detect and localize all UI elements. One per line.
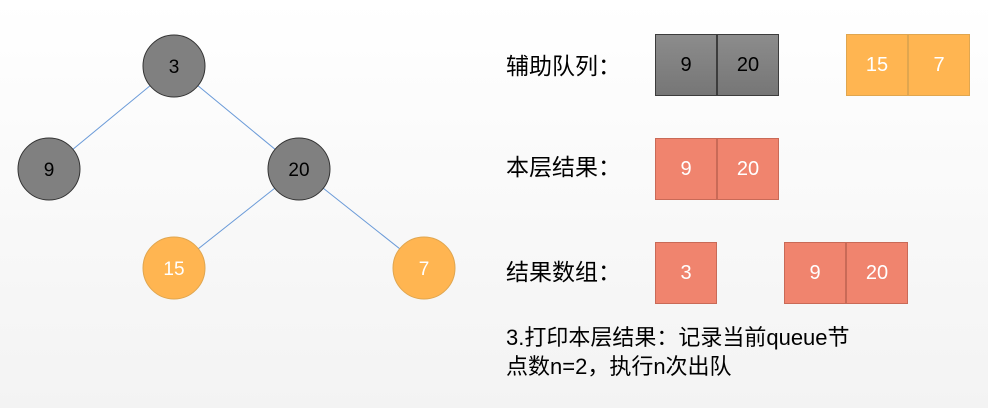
tree-node-value: 9 [44, 160, 55, 181]
tree-node-root: 3 [142, 34, 206, 98]
caption-line-2: 点数n=2，执行n次出队 [506, 354, 732, 379]
tree-node-circle [267, 137, 331, 201]
level-result-cell: 9 [655, 138, 717, 200]
tree-node-right-left: 15 [142, 236, 206, 300]
tree-node-value: 20 [288, 160, 309, 181]
tree-node-circle [392, 236, 456, 300]
tree-node-value: 15 [163, 259, 184, 280]
binary-tree: 3 9 20 15 7 [17, 34, 456, 300]
queue-cell-pending: 15 [846, 34, 908, 96]
queue-label: 辅助队列： [506, 53, 621, 79]
queue-cell: 9 [655, 34, 717, 96]
tree-node-value: 3 [169, 57, 180, 78]
tree-node-circle [142, 236, 206, 300]
step-caption: 3.打印本层结果：记录当前queue节 点数n=2，执行n次出队 [506, 323, 926, 381]
tree-nodes: 3 9 20 15 7 [17, 34, 456, 300]
tree-edges [48, 65, 425, 269]
queue-cell-pending: 7 [908, 34, 970, 96]
tree-node-value: 7 [419, 259, 430, 280]
result-array-cell: 9 [784, 242, 846, 304]
level-result-cell: 20 [717, 138, 779, 200]
result-array-label: 结果数组： [506, 259, 621, 285]
tree-node-circle [142, 34, 206, 98]
tree-node-right: 20 [267, 137, 331, 201]
caption-line-1: 3.打印本层结果：记录当前queue节 [506, 325, 850, 350]
tree-node-left: 9 [17, 137, 81, 201]
tree-node-circle [17, 137, 81, 201]
level-result-label: 本层结果： [506, 154, 621, 180]
tree-node-right-right: 7 [392, 236, 456, 300]
result-array-cell: 20 [846, 242, 908, 304]
result-array-cell: 3 [655, 242, 717, 304]
queue-cell: 20 [717, 34, 779, 96]
